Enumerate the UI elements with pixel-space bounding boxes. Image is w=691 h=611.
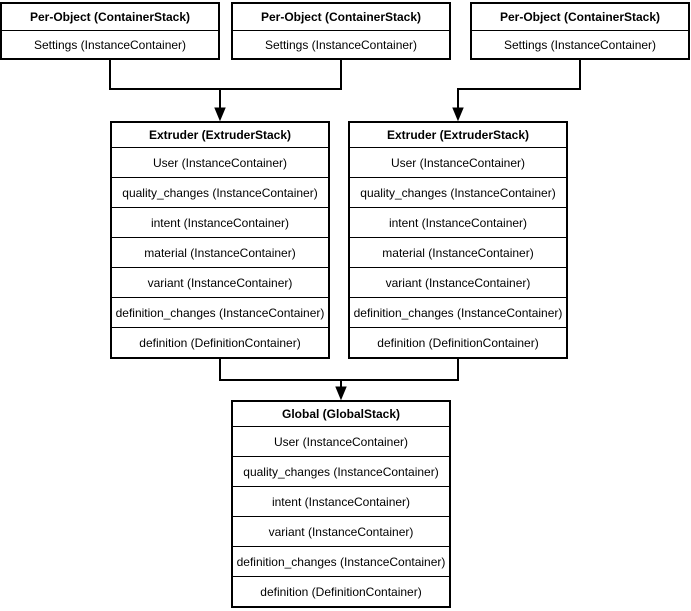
extruder-stack-1: Extruder (ExtruderStack) User (InstanceC…: [110, 121, 330, 359]
global-stack-row-definition: definition (DefinitionContainer): [233, 576, 449, 606]
global-stack-row-intent: intent (InstanceContainer): [233, 486, 449, 516]
per-object-stack-2-row-settings: Settings (InstanceContainer): [233, 30, 449, 58]
arrowhead-extruder2-icon: [452, 107, 464, 122]
per-object-stack-1: Per-Object (ContainerStack) Settings (In…: [0, 2, 220, 60]
extruder-stack-2-row-intent: intent (InstanceContainer): [350, 207, 566, 237]
connector-extruder1-extruder2-bus: [219, 359, 459, 381]
extruder-stack-2-row-variant: variant (InstanceContainer): [350, 267, 566, 297]
connector-perobject3-to-extruder2: [457, 60, 581, 109]
extruder-stack-1-title: Extruder (ExtruderStack): [148, 128, 292, 142]
global-stack: Global (GlobalStack) User (InstanceConta…: [231, 400, 451, 608]
global-stack-row-variant: variant (InstanceContainer): [233, 516, 449, 546]
per-object-stack-1-title: Per-Object (ContainerStack): [29, 10, 191, 24]
per-object-stack-3-row-settings: Settings (InstanceContainer): [472, 30, 688, 58]
extruder-stack-1-row-user: User (InstanceContainer): [112, 147, 328, 177]
extruder-stack-1-row-material: material (InstanceContainer): [112, 237, 328, 267]
extruder-stack-2: Extruder (ExtruderStack) User (InstanceC…: [348, 121, 568, 359]
extruder-stack-1-row-definition-changes: definition_changes (InstanceContainer): [112, 297, 328, 327]
per-object-stack-3-title: Per-Object (ContainerStack): [499, 10, 661, 24]
per-object-stack-2: Per-Object (ContainerStack) Settings (In…: [231, 2, 451, 60]
global-stack-title: Global (GlobalStack): [281, 407, 401, 421]
extruder-stack-1-row-variant: variant (InstanceContainer): [112, 267, 328, 297]
extruder-stack-2-row-user: User (InstanceContainer): [350, 147, 566, 177]
per-object-stack-2-title: Per-Object (ContainerStack): [260, 10, 422, 24]
global-stack-row-definition-changes: definition_changes (InstanceContainer): [233, 546, 449, 576]
extruder-stack-2-row-definition-changes: definition_changes (InstanceContainer): [350, 297, 566, 327]
global-stack-row-user: User (InstanceContainer): [233, 426, 449, 456]
per-object-stack-1-row-settings: Settings (InstanceContainer): [2, 30, 218, 58]
extruder-stack-1-row-intent: intent (InstanceContainer): [112, 207, 328, 237]
arrowhead-extruder1-icon: [214, 107, 226, 122]
extruder-stack-1-row-quality-changes: quality_changes (InstanceContainer): [112, 177, 328, 207]
arrowhead-global-icon: [335, 386, 347, 401]
extruder-stack-2-title: Extruder (ExtruderStack): [386, 128, 530, 142]
per-object-stack-3: Per-Object (ContainerStack) Settings (In…: [470, 2, 690, 60]
connector-perobject1-perobject2-bus: [109, 60, 342, 90]
extruder-stack-1-row-definition: definition (DefinitionContainer): [112, 327, 328, 357]
extruder-stack-2-row-material: material (InstanceContainer): [350, 237, 566, 267]
global-stack-row-quality-changes: quality_changes (InstanceContainer): [233, 456, 449, 486]
extruder-stack-2-row-quality-changes: quality_changes (InstanceContainer): [350, 177, 566, 207]
extruder-stack-2-row-definition: definition (DefinitionContainer): [350, 327, 566, 357]
